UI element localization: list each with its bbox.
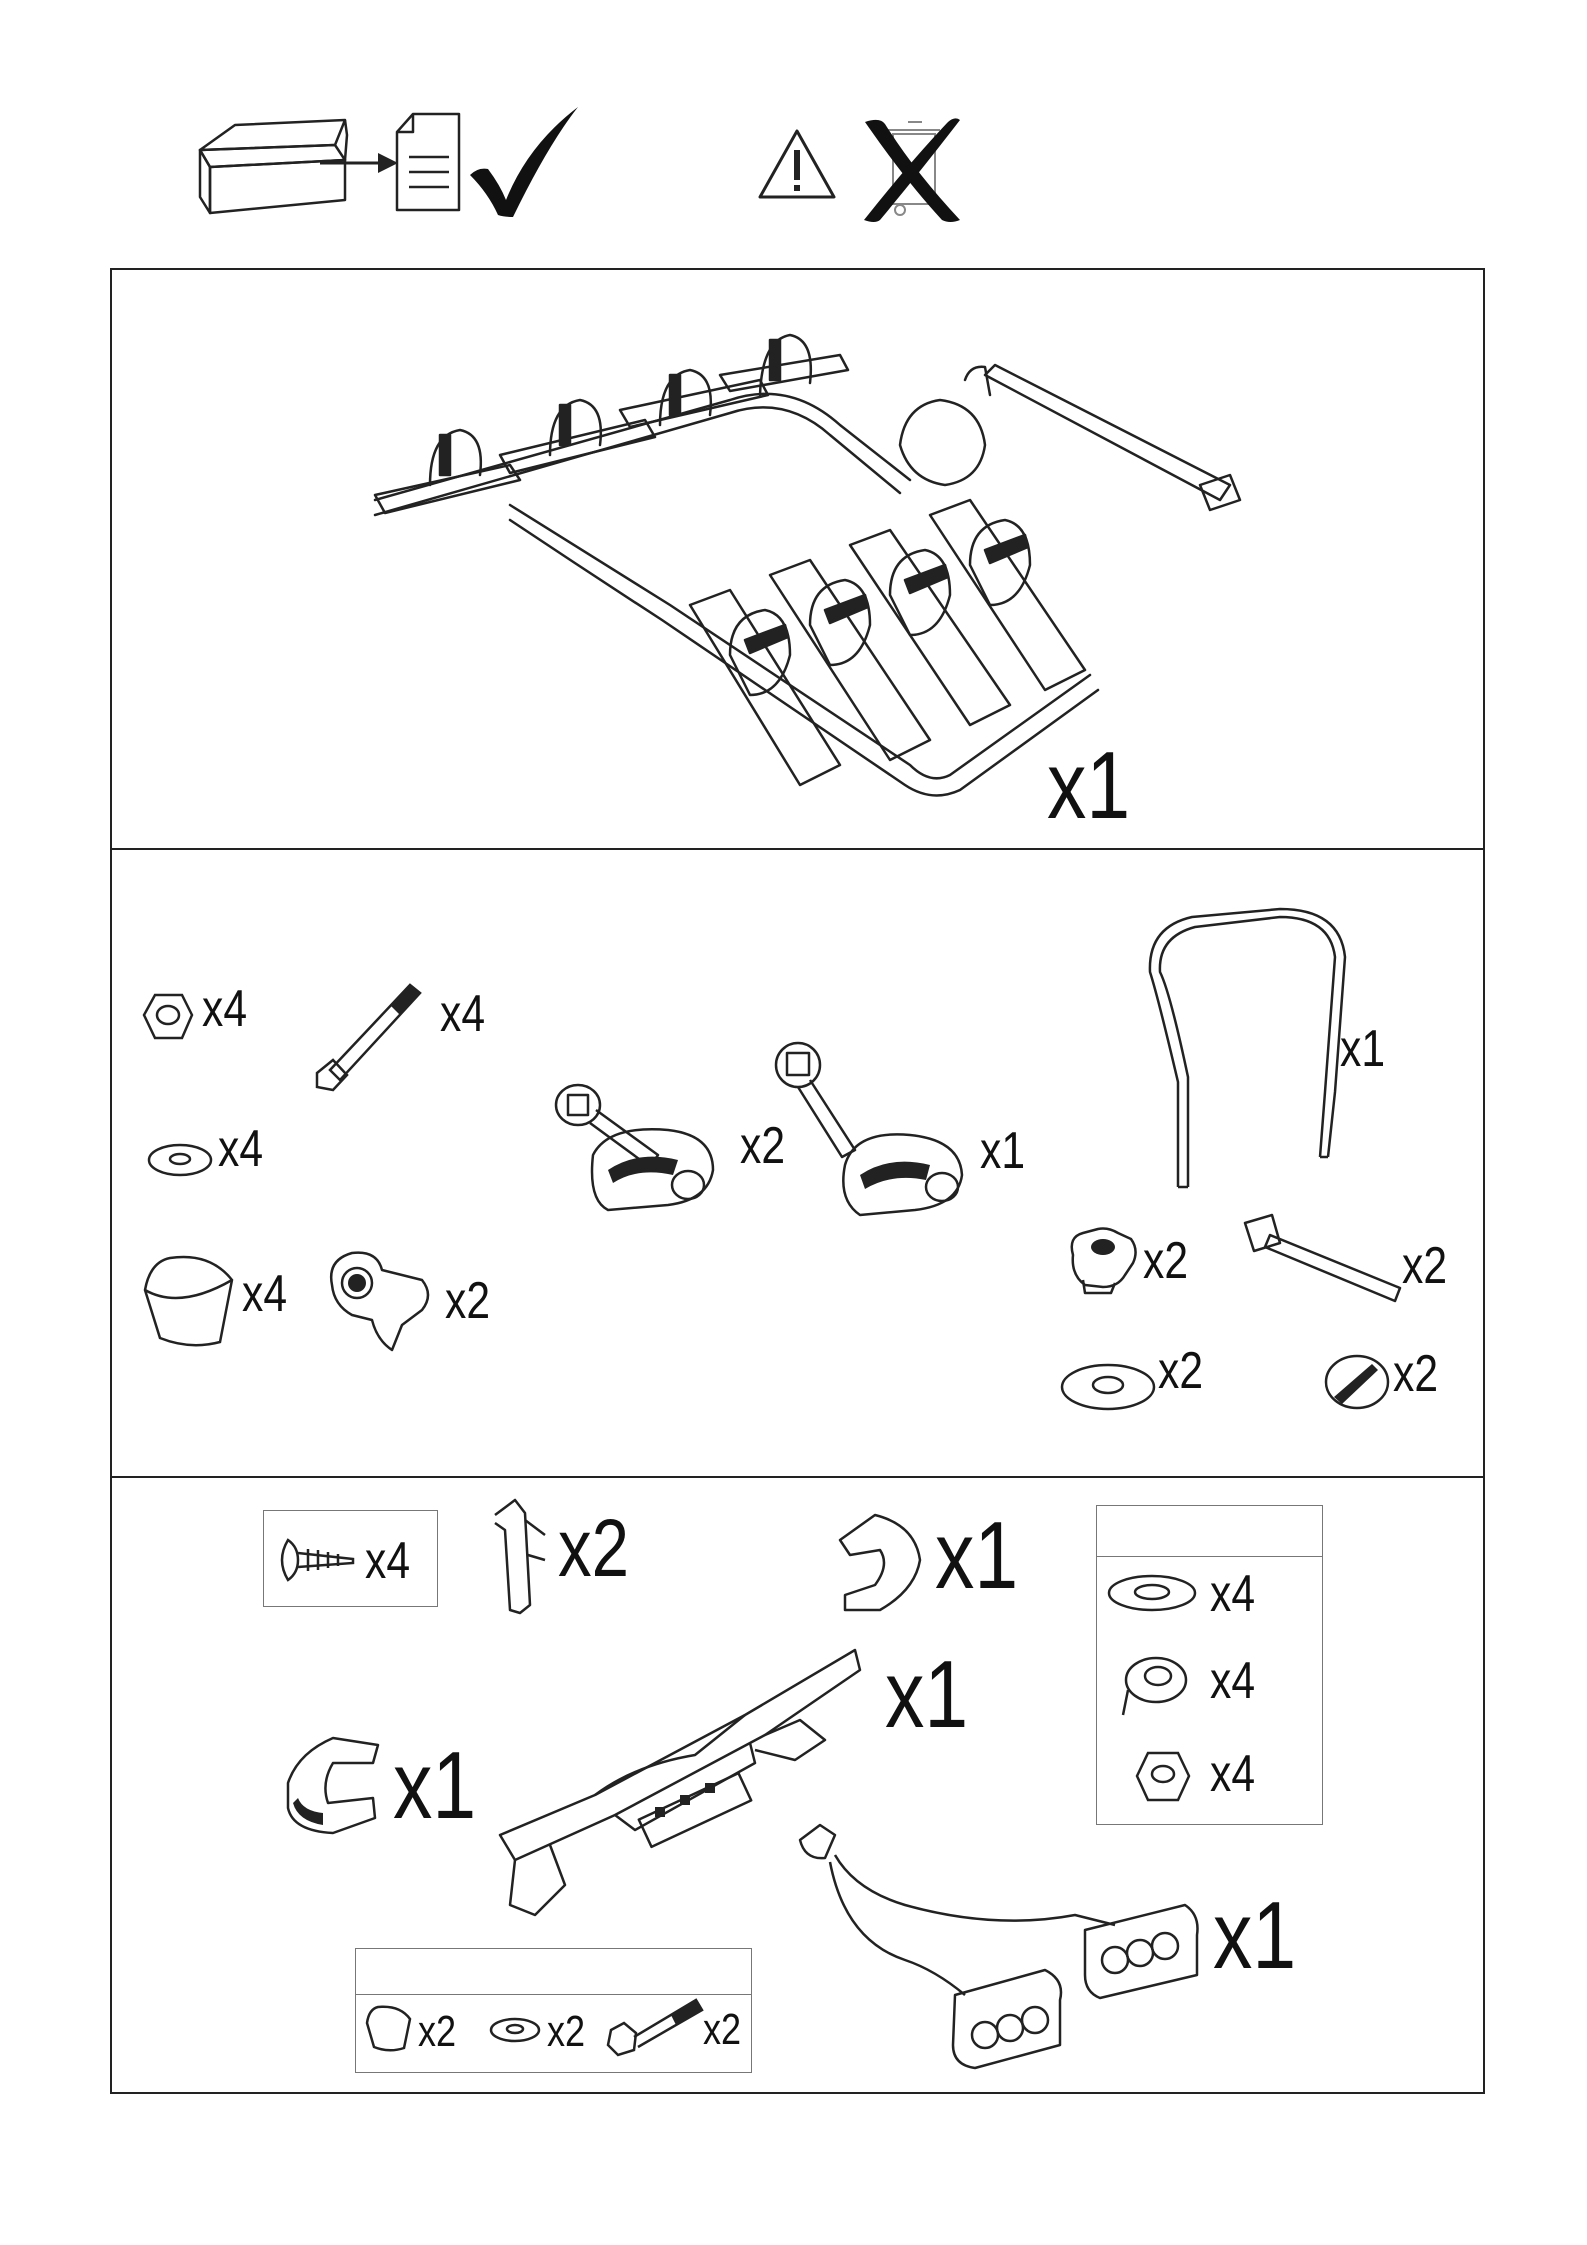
large-washer-qty: x2 [1158,1345,1203,1397]
bracket-icon [490,1495,550,1615]
round-knob-icon [1322,1352,1392,1412]
screw-qty: x4 [365,1535,410,1587]
end-cap-left-icon [283,1733,383,1838]
rack-qty: x1 [1047,738,1130,834]
crossed-out-bin-icon [860,112,970,227]
bracket-qty: x2 [558,1508,629,1590]
bottom-washer-icon [488,2015,543,2045]
clamp-qty: x2 [445,1275,490,1327]
round-knob-qty: x2 [1393,1348,1438,1400]
bottom-bolt-qty: x2 [703,2008,741,2052]
rubber-cap-icon [140,1250,240,1350]
divider-1 [110,848,1485,850]
box-washer-qty: x4 [1210,1568,1255,1620]
long-bolt-qty: x2 [1402,1240,1447,1292]
clamp-icon [322,1245,437,1355]
bottom-washer-qty: x2 [547,2010,585,2054]
spring-washer-icon [1118,1650,1193,1720]
bolt-qty: x4 [440,988,485,1040]
bolt-icon [305,975,430,1100]
divider-2 [110,1476,1485,1478]
washer-qty: x4 [218,1123,263,1175]
washer-icon [145,1140,215,1180]
warning-triangle-icon [757,128,837,200]
star-knob-icon [1063,1225,1143,1295]
end-cap-top-qty: x1 [935,1508,1018,1604]
light-bar-qty: x1 [885,1647,968,1743]
hex-nut-icon [140,990,195,1045]
arm-assembly-icon [548,1075,728,1215]
arm-single-icon [770,1035,980,1220]
screw-icon [278,1535,358,1585]
cap-qty: x4 [242,1268,287,1320]
box-nut-qty: x4 [1210,1748,1255,1800]
lights-qty: x1 [1213,1888,1296,1984]
nut-qty: x4 [202,983,247,1035]
end-cap-top-icon [835,1510,925,1615]
bottom-bolt-icon [606,1995,706,2060]
box-washer-icon [1105,1572,1200,1614]
bottom-cap-qty: x2 [418,2010,456,2054]
large-washer-icon [1058,1360,1158,1415]
checkmark-icon [468,105,583,220]
end-cap-left-qty: x1 [393,1738,476,1834]
knob-qty: x2 [1143,1235,1188,1287]
spring-washer-qty: x4 [1210,1655,1255,1707]
long-bolt-icon [1240,1213,1405,1303]
document-icon [393,112,463,212]
bottom-cap-icon [364,2003,414,2053]
frame-arm-icon [1140,912,1340,1192]
arm-single-qty: x1 [980,1125,1025,1177]
frame-arm-qty: x1 [1340,1023,1385,1075]
box-nut-icon [1133,1748,1193,1806]
rear-lights-icon [795,1820,1205,2080]
arrow-icon [320,148,400,178]
